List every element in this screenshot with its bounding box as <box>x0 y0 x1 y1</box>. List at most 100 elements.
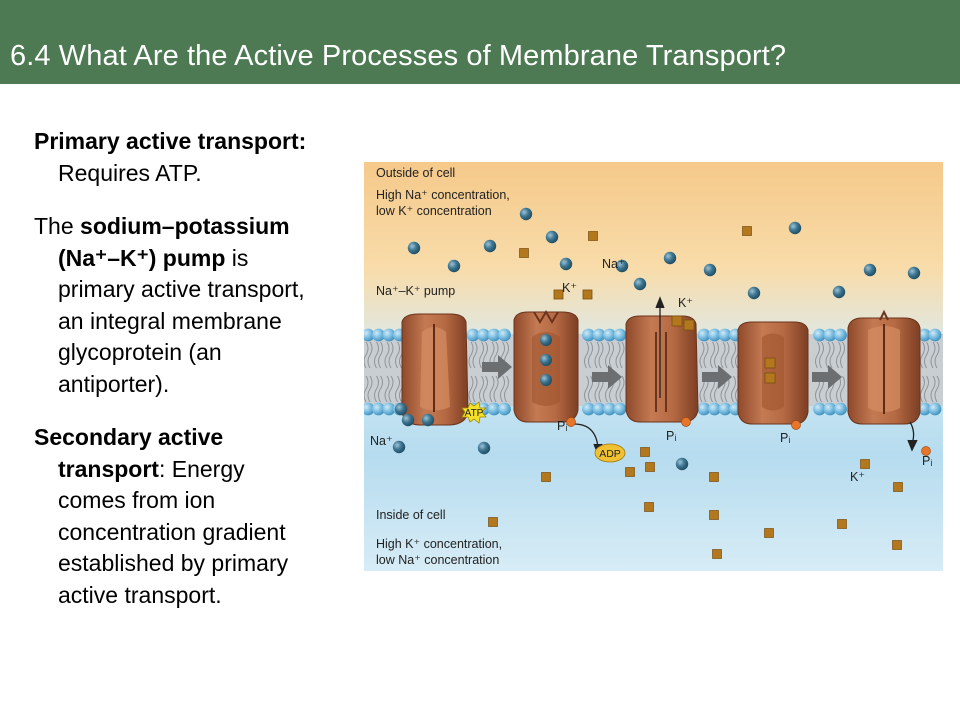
potassium-ion <box>541 472 551 482</box>
lipid-tail <box>384 375 394 403</box>
lipid-tail <box>364 341 373 369</box>
phospholipid-head <box>466 328 480 342</box>
phospholipid-head <box>813 402 826 416</box>
phospholipid-head <box>487 328 501 342</box>
phospholipid-head <box>697 328 711 342</box>
secondary-heading-1: Secondary active <box>34 424 224 450</box>
phospholipid-head <box>382 328 396 342</box>
outside-label: Outside of cell <box>376 166 455 180</box>
pump-protein-5 <box>847 309 921 425</box>
potassium-ion <box>553 289 564 300</box>
sodium-ion <box>540 354 552 366</box>
sodium-potassium-pump-figure: ATP ADP Outside of cell High Na⁺ concent… <box>364 162 943 571</box>
lipid-tail <box>836 341 845 369</box>
phospholipid-heads <box>364 328 942 416</box>
sodium-ion <box>545 230 559 244</box>
pi-label-4: Pᵢ <box>922 454 932 468</box>
inside-label: Inside of cell <box>376 508 445 522</box>
lipid-tail <box>710 341 719 369</box>
sodium-ion <box>519 207 533 221</box>
pump-protein-2 <box>513 310 579 423</box>
potassium-ion <box>640 447 650 457</box>
phospholipid-head <box>487 402 501 416</box>
lipid-tail <box>920 341 929 369</box>
phospholipid-head <box>918 328 931 342</box>
lipid-tail <box>374 341 383 369</box>
phospholipid-head <box>372 402 385 416</box>
phospholipid-head <box>477 328 490 342</box>
phospholipid-head <box>603 328 616 342</box>
potassium-label-3: K⁺ <box>850 470 865 484</box>
sodium-left-label: Na⁺ <box>370 434 393 448</box>
sodium-ion <box>392 440 406 454</box>
potassium-ion <box>742 226 752 236</box>
potassium-ion <box>519 248 529 258</box>
inside-concentration-1: High K⁺ concentration, <box>376 537 502 551</box>
phospholipid-head <box>823 402 837 416</box>
phospholipid-head <box>582 328 595 342</box>
inside-concentration-2: low Na⁺ concentration <box>376 553 499 567</box>
phospholipid-head <box>372 328 385 342</box>
step-arrow-1 <box>482 355 512 379</box>
sodium-top-label: Na⁺ <box>602 257 625 271</box>
pump-bold-1: sodium–potassium <box>80 213 290 239</box>
phospholipid-head <box>918 402 931 416</box>
lipid-tail <box>374 375 383 403</box>
sodium-ion <box>832 285 846 299</box>
sodium-ion <box>663 251 677 265</box>
phospholipid-head <box>813 328 826 342</box>
lipid-tail <box>584 341 593 369</box>
phospholipid-head <box>582 402 595 416</box>
lipid-tail <box>615 341 625 369</box>
pump-protein-1 <box>401 313 469 426</box>
pump-bound-ions <box>540 289 776 386</box>
phospholipid-head <box>718 328 732 342</box>
potassium-ion <box>709 472 719 482</box>
pump-line-4: an integral membrane <box>58 307 282 334</box>
potassium-ion <box>764 357 776 369</box>
secondary-after-text: : Energy <box>158 455 245 482</box>
sodium-ion <box>483 239 497 253</box>
phospholipid-head <box>718 402 732 416</box>
lipid-tail <box>836 375 845 403</box>
potassium-ion <box>671 315 683 327</box>
sodium-ion <box>747 286 761 300</box>
potassium-ion <box>709 510 719 520</box>
phospholipid-head <box>613 328 627 342</box>
outside-concentration-1: High Na⁺ concentration, <box>376 188 510 202</box>
phospholipid-head <box>823 328 837 342</box>
extracellular-region <box>364 162 943 340</box>
potassium-ion <box>837 519 847 529</box>
phospholipid-head <box>364 402 375 416</box>
lipid-tail <box>479 375 488 403</box>
phospholipid-head <box>613 402 627 416</box>
phospholipid-head <box>592 402 606 416</box>
phospholipid-head <box>697 402 711 416</box>
step-arrow-4 <box>812 365 842 389</box>
pump-line-2: (Na⁺–K⁺) pump is <box>34 243 364 275</box>
potassium-ion <box>892 540 902 550</box>
sodium-ion <box>401 413 415 427</box>
lipid-tail <box>930 375 940 403</box>
atp-label: ATP <box>465 408 484 419</box>
potassium-ion <box>683 319 695 331</box>
adp-badge: ADP <box>594 443 626 463</box>
lipid-tail <box>384 341 394 369</box>
lipid-tail <box>815 341 824 369</box>
sodium-ion <box>788 221 802 235</box>
pump-pre-text: The <box>34 213 81 239</box>
sodium-ion <box>540 334 552 346</box>
paragraph-secondary-transport: Secondary active transport: Energy comes… <box>34 422 364 611</box>
phospholipid-head <box>834 328 847 342</box>
lipid-tail <box>500 375 509 403</box>
potassium-label-2: K⁺ <box>678 296 693 310</box>
phospholipid-head <box>498 402 511 416</box>
lipid-tail <box>468 375 478 403</box>
secondary-heading-2: transport <box>58 455 159 482</box>
phosphate <box>681 417 691 427</box>
phospholipid-head <box>708 328 721 342</box>
step-arrow-3 <box>702 365 732 389</box>
phospholipid-head <box>928 328 942 342</box>
slide-title: 6.4 What Are the Active Processes of Mem… <box>10 40 787 72</box>
phospholipid-head <box>603 402 616 416</box>
